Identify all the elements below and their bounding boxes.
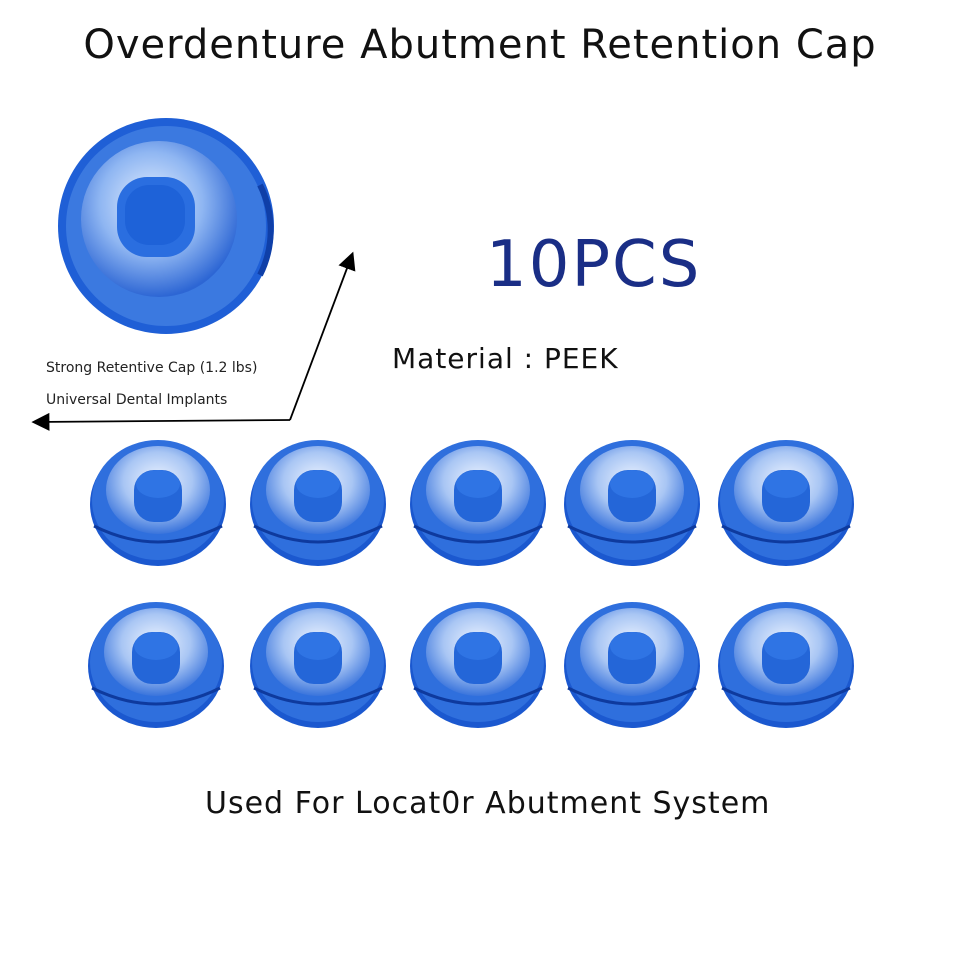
quantity-label: 10PCS	[486, 228, 702, 302]
cap-9	[562, 600, 702, 730]
cap-3	[408, 438, 548, 568]
cap-8	[408, 600, 548, 730]
footer-system-text: Used For Locat0r Abutment System	[205, 786, 771, 821]
cap-2	[248, 438, 388, 568]
cap-7	[248, 600, 388, 730]
material-label: Material : PEEK	[392, 342, 619, 375]
cap-4	[562, 438, 702, 568]
cap-6	[86, 600, 226, 730]
callout-retention-text: Strong Retentive Cap (1.2 lbs)	[46, 360, 258, 376]
cap-1	[88, 438, 228, 568]
page-title: Overdenture Abutment Retention Cap	[83, 22, 877, 68]
cap-10	[716, 600, 856, 730]
callout-implants-text: Universal Dental Implants	[46, 392, 228, 408]
large-cap-image	[58, 118, 274, 334]
cap-5	[716, 438, 856, 568]
